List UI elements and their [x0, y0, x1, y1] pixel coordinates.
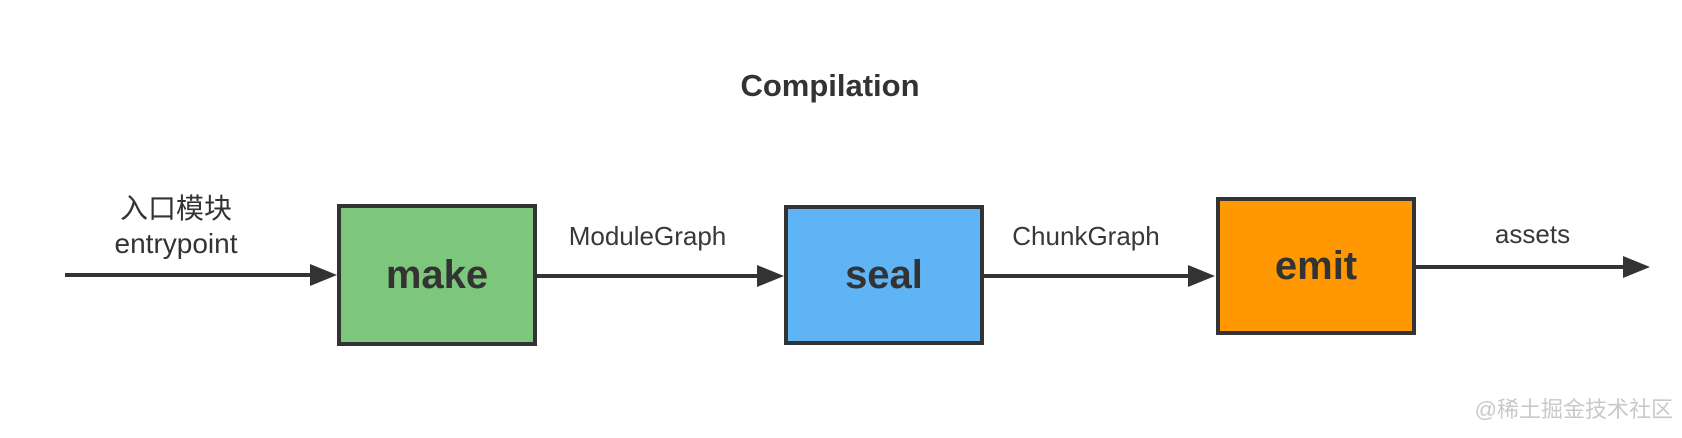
node-make: make: [337, 204, 537, 346]
node-seal: seal: [784, 205, 984, 345]
edge-label-chunkgraph: ChunkGraph: [1012, 221, 1160, 251]
arrow-make-to-seal: [537, 265, 784, 287]
arrow-emit-to-output: [1415, 256, 1650, 278]
edge-label-modulegraph: ModuleGraph: [568, 221, 727, 251]
node-emit-label: emit: [1274, 243, 1358, 288]
node-seal-label: seal: [845, 252, 923, 297]
entry-label: 入口模块 entrypoint: [56, 191, 296, 261]
arrow-head-icon: [1188, 265, 1215, 287]
arrow-entry-to-make: [65, 264, 337, 286]
arrow-seal-to-emit: [983, 265, 1215, 287]
arrow-head-icon: [310, 264, 337, 286]
arrow-head-icon: [757, 265, 784, 287]
diagram-title: Compilation: [740, 68, 920, 103]
node-emit: emit: [1216, 197, 1416, 335]
edge-label-assets: assets: [1494, 219, 1571, 249]
watermark: @稀土掘金技术社区: [1474, 397, 1673, 422]
node-make-label: make: [385, 252, 489, 297]
entry-label-zh: 入口模块: [119, 193, 232, 224]
arrow-head-icon: [1623, 256, 1650, 278]
entry-label-en: entrypoint: [114, 228, 238, 259]
